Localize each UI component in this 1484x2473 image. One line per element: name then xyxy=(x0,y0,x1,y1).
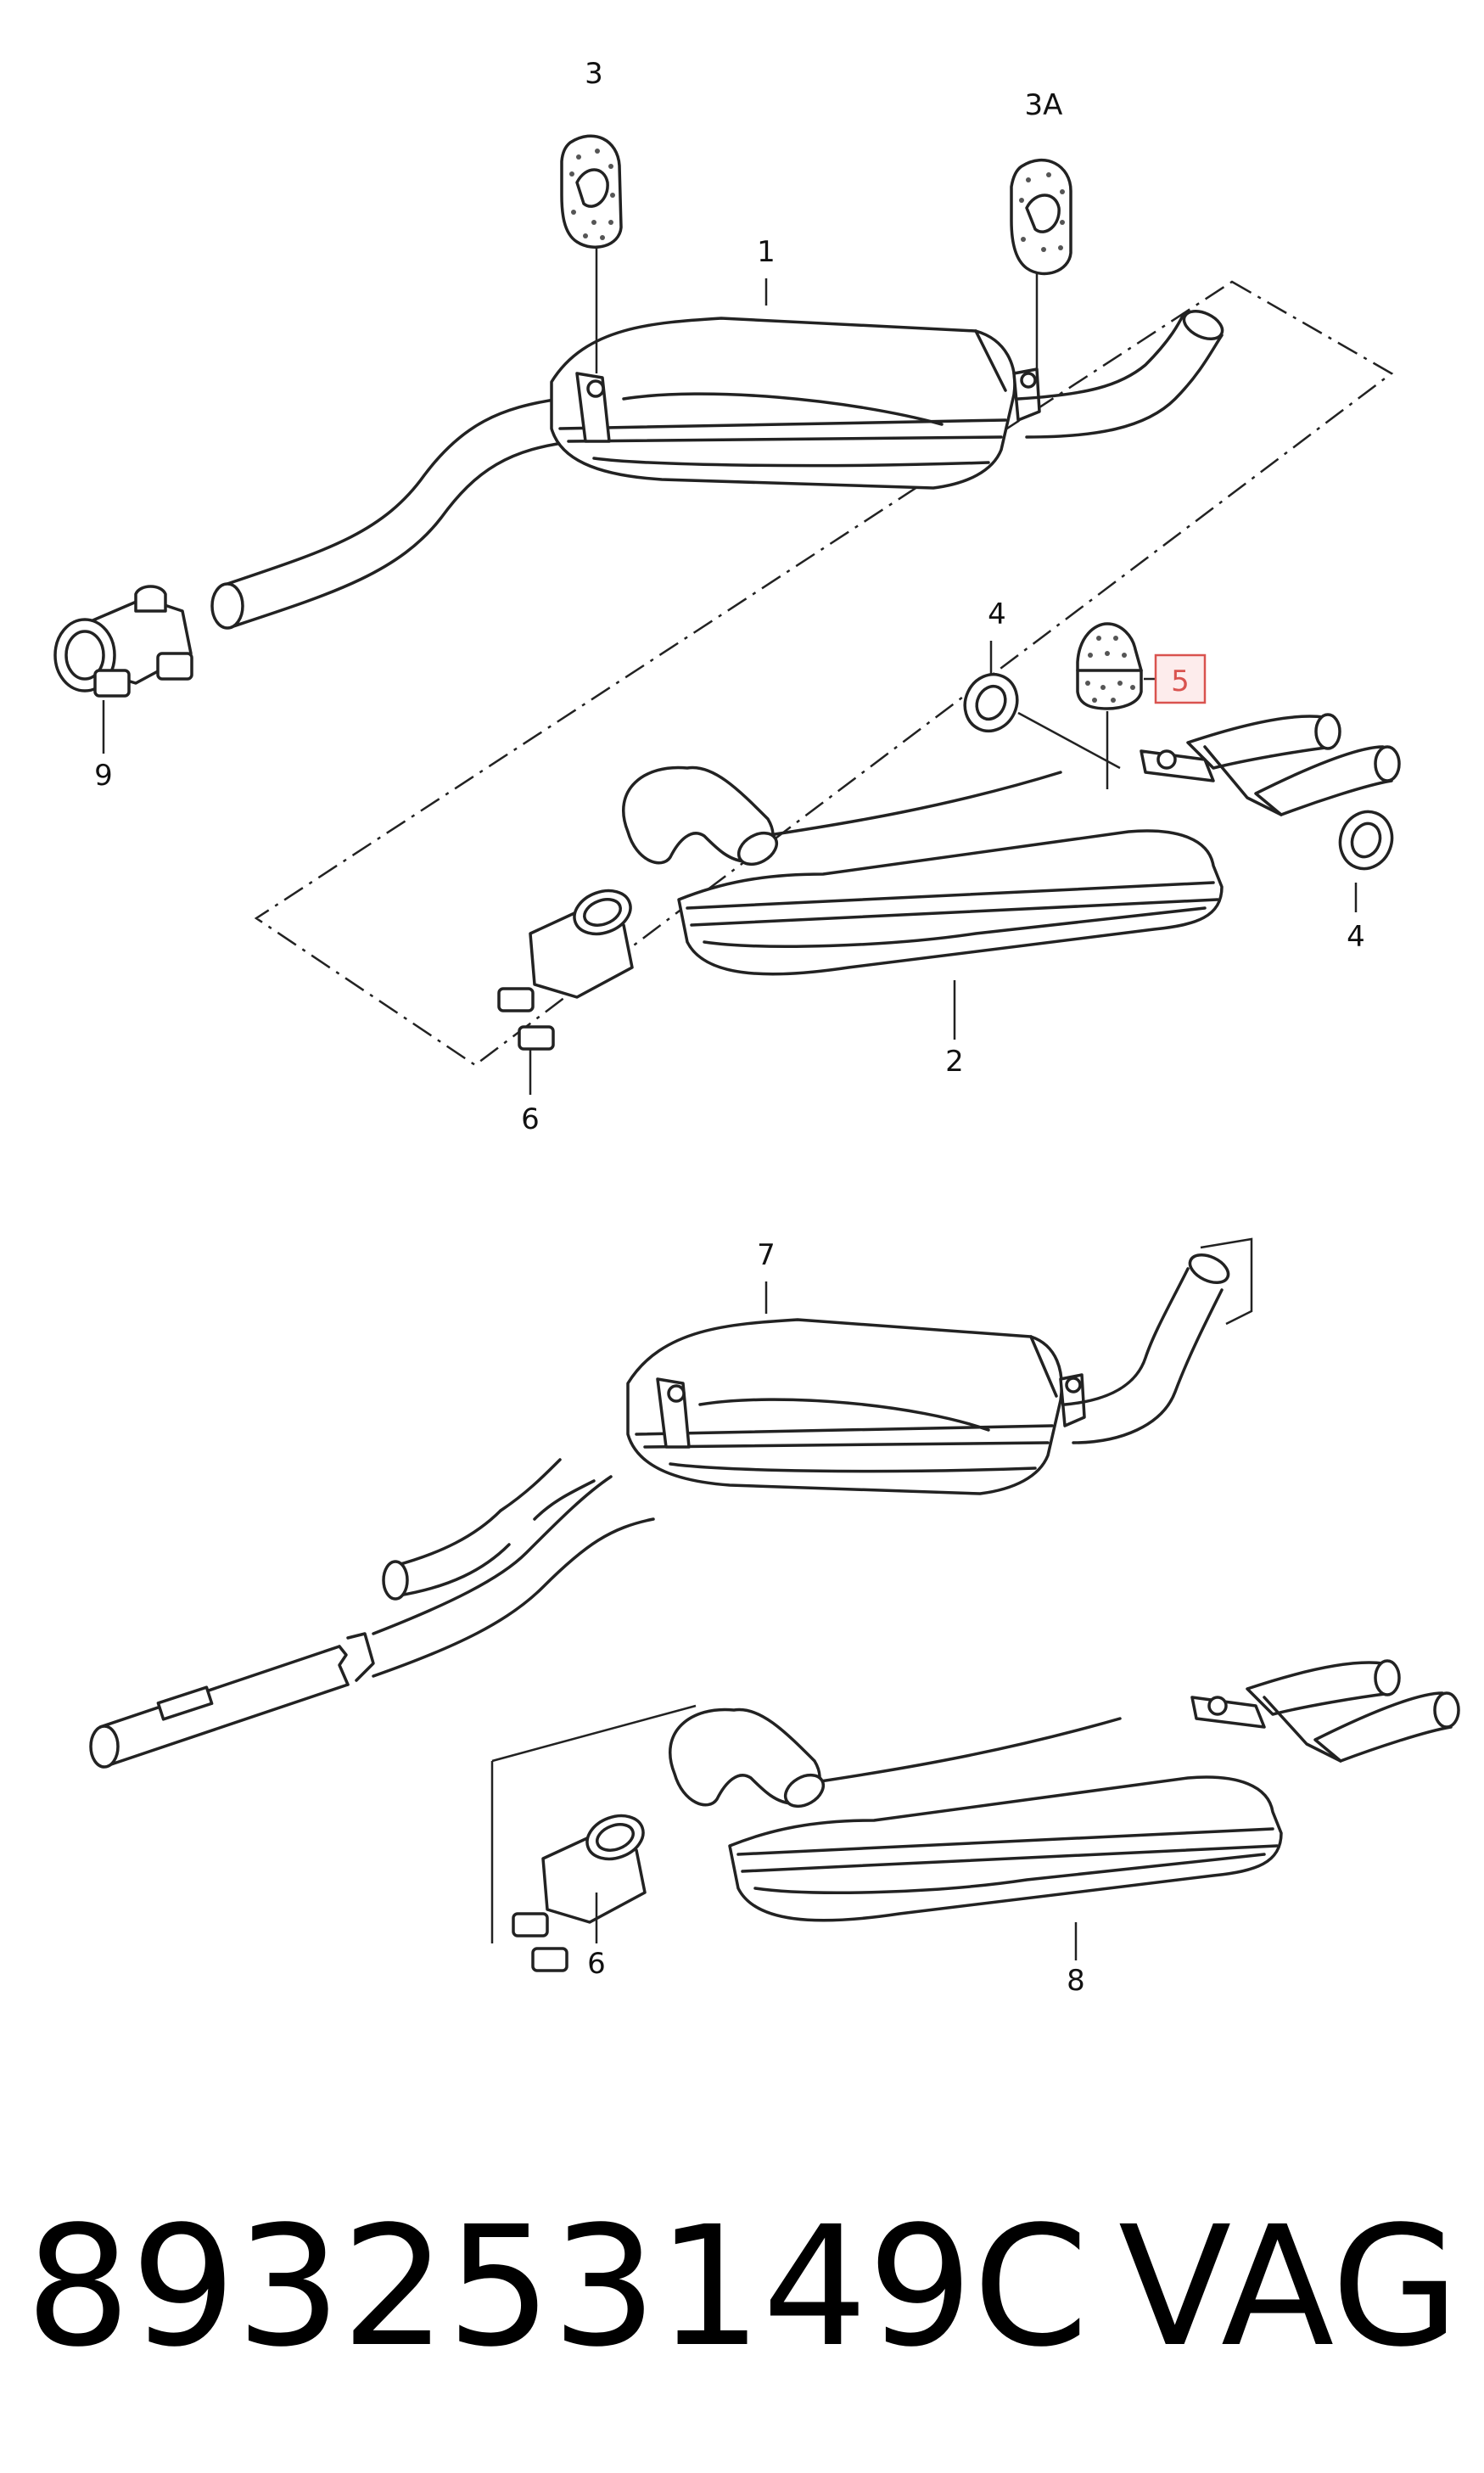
intermediate-pipe xyxy=(1016,310,1224,439)
clamp-9 xyxy=(53,585,193,754)
rear-silencer-8 xyxy=(669,1659,1460,1960)
middle-silencer-7 xyxy=(626,1281,1086,1495)
bump-stop-5 xyxy=(1076,622,1156,789)
callout-5-highlight-box xyxy=(1154,653,1207,704)
y-branch-pipe xyxy=(382,1458,596,1601)
hanger-rubber-3 xyxy=(560,134,623,373)
rear-silencer xyxy=(622,713,1401,976)
gasket-4-right xyxy=(1338,810,1394,912)
clamp-6-lower xyxy=(512,1814,647,1972)
callout-3: 3 xyxy=(585,57,603,91)
callout-7: 7 xyxy=(757,1238,776,1272)
lower-assembly xyxy=(89,1237,1460,1972)
brand-name: VAG xyxy=(1118,2190,1459,2383)
clamp-6-upper xyxy=(497,889,634,1095)
middle-silencer xyxy=(550,317,1041,490)
callout-4-upper: 4 xyxy=(988,597,1006,631)
callout-4-right: 4 xyxy=(1347,920,1365,954)
intermediate-pipe-lower xyxy=(1063,1237,1253,1444)
callout-9: 9 xyxy=(94,759,113,793)
callout-6-upper: 6 xyxy=(521,1102,540,1136)
gasket-4-left xyxy=(963,641,1121,770)
callout-2: 2 xyxy=(945,1045,964,1079)
callout-8: 8 xyxy=(1067,1964,1085,1998)
callout-3a: 3A xyxy=(1025,88,1063,122)
callouts: 3 3A 1 4 9 4 2 6 7 6 8 5 xyxy=(94,57,1365,1998)
upper-section-frame xyxy=(254,280,1394,1067)
front-pipe-long xyxy=(89,1475,655,1769)
hanger-rubber-3a xyxy=(1010,158,1072,370)
callout-6-lower: 6 xyxy=(587,1947,606,1981)
callout-5: 5 xyxy=(1171,665,1190,698)
front-pipe xyxy=(210,397,579,630)
part-number: 893253149C xyxy=(25,2190,1089,2383)
callout-1: 1 xyxy=(757,235,776,269)
upper-assembly xyxy=(53,134,1401,1095)
